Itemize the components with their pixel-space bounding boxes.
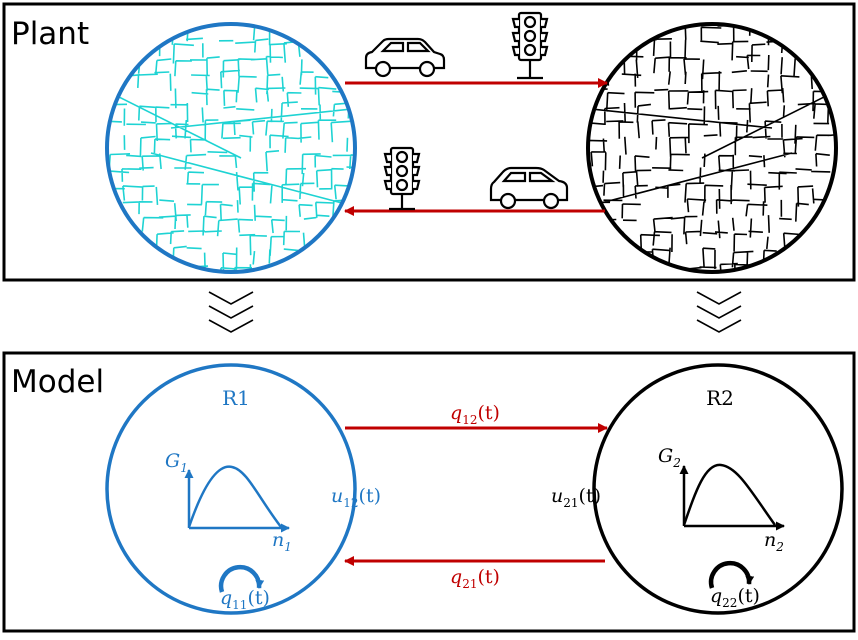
r2-axis-x-label: n2 [764, 529, 784, 554]
plant-panel: Plant [2, 2, 856, 282]
flow-21-label: q21(t) [450, 566, 500, 591]
r2-boundary-flow: u21(t) [551, 485, 601, 510]
r2-internal-flow: q22(t) [710, 585, 760, 610]
plant-frame [2, 2, 856, 282]
r1-axis-x-label: n1 [272, 529, 292, 554]
car-icon [489, 166, 569, 210]
region-2-boundary [586, 22, 838, 274]
car-icon [364, 37, 446, 78]
region-1-boundary [105, 22, 357, 274]
rotation-arrow-icon [708, 560, 755, 589]
region-1-label: R1 [222, 386, 250, 410]
plant-title: Plant [11, 16, 89, 52]
chevron-down-icon [208, 291, 254, 333]
flow-12-label: q12(t) [450, 402, 500, 427]
network-map-icon [105, 22, 357, 274]
model-frame [2, 351, 856, 633]
network-map-icon [586, 22, 838, 274]
traffic-light-icon [383, 146, 421, 211]
chevron-down-icon [696, 291, 742, 333]
traffic-light-icon [511, 11, 549, 80]
region-1-model: R1 G1 n1 u12(t) q11(t) [105, 363, 381, 615]
region-2-model: R2 G2 n2 u21(t) q22(t) [551, 363, 844, 615]
r1-boundary-flow: u12(t) [331, 485, 381, 510]
r1-mfd-curve [187, 465, 282, 528]
rotation-arrow-icon [218, 564, 265, 593]
r1-internal-flow: q11(t) [220, 587, 270, 612]
region-2-circle [592, 363, 844, 615]
region-1-circle [105, 363, 357, 615]
r2-mfd-curve [682, 463, 777, 526]
model-panel: Model R1 G1 n1 u12(t) q11(t) R2 G2 n2 [2, 351, 856, 633]
region-2-label: R2 [706, 386, 734, 410]
r1-axis-y-label: G1 [165, 450, 188, 475]
model-title: Model [11, 364, 104, 400]
r2-axis-y-label: G2 [658, 445, 681, 470]
